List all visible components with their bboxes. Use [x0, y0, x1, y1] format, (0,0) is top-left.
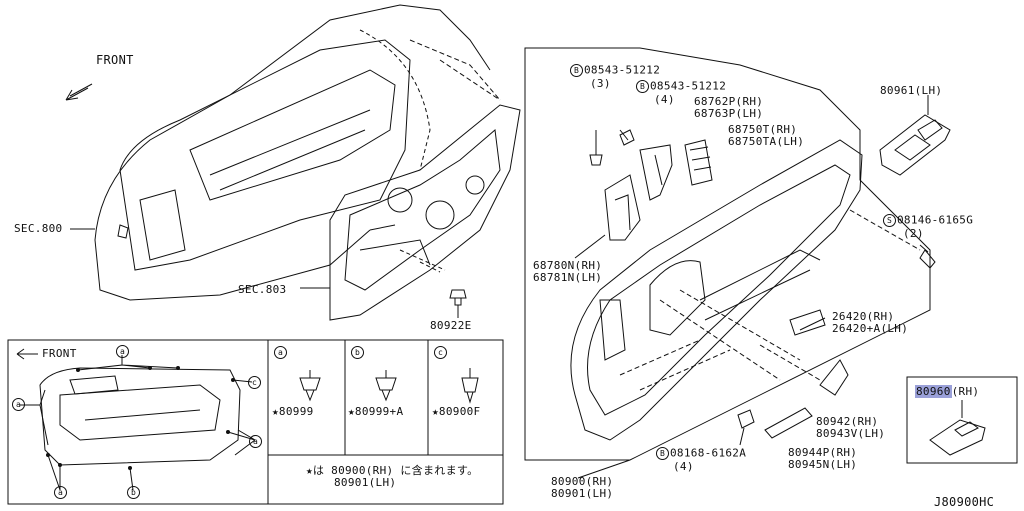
clip-b-label: ★80999+A [348, 405, 404, 418]
clip-a-header: a [274, 346, 288, 359]
finisher-80942 [759, 344, 849, 396]
sec803-label: SEC.803 [238, 283, 287, 296]
inset-symbol-b-bottom: b [127, 486, 141, 499]
inset-symbol-a-right: a [249, 435, 263, 448]
sec800-label: SEC.800 [14, 222, 63, 235]
callout-08146-qty: (2) [903, 227, 924, 240]
clip-a-label: ★80999 [272, 405, 314, 418]
callout-80944p: 80944P(RH) [788, 446, 858, 459]
callout-08168-qty: (4) [673, 460, 694, 473]
switch-80960-inset [906, 376, 1018, 464]
switch-80961 [879, 95, 951, 176]
note-line-2: 80901(LH) [334, 476, 397, 489]
circle-a-icon: a [274, 346, 287, 359]
callout-26420: 26420(RH) [832, 310, 895, 323]
callout-68762p: 68762P(RH) [694, 95, 764, 108]
strip-80944p [764, 407, 813, 439]
inset-symbol-a-top: a [116, 345, 130, 358]
circle-a-icon: a [116, 345, 129, 358]
callout-08543-a-qty: (3) [590, 77, 611, 90]
clip-c-label: ★80900F [432, 405, 481, 418]
circle-a-icon: a [54, 486, 67, 499]
inset-symbol-a-bottom: a [54, 486, 68, 499]
front-arrow-icon [65, 83, 93, 101]
screw-08146 [849, 209, 936, 269]
circle-b-icon: B [656, 447, 669, 460]
circle-a-icon: a [249, 435, 262, 448]
callout-80901: 80901(LH) [551, 487, 614, 500]
callout-80960: 80960(RH) [915, 385, 980, 398]
bracket-68780n [574, 174, 641, 259]
callout-68763p: 68763P(LH) [694, 107, 764, 120]
callout-80922e: 80922E [430, 319, 472, 332]
clip-legend-inset [7, 339, 504, 505]
circle-s-icon: S [883, 214, 896, 227]
door-inner-panel-sec803 [300, 59, 521, 321]
clip-80922e [449, 289, 467, 318]
clip-c-header: c [434, 346, 448, 359]
callout-68780n: 68780N(RH) [533, 259, 603, 272]
circle-b-icon: B [636, 80, 649, 93]
screw-08543-group [589, 129, 635, 166]
door-shell-sec800 [70, 4, 501, 301]
callout-26420a: 26420+A(LH) [832, 322, 909, 335]
callout-80945n: 80945N(LH) [788, 458, 858, 471]
front-label: FRONT [96, 53, 134, 67]
callout-80943v: 80943V(LH) [816, 427, 886, 440]
callout-68750ta: 68750TA(LH) [728, 135, 805, 148]
inset-symbol-a-left: a [12, 398, 26, 411]
note-line-1: ★は 80900(RH) に含まれます。 [306, 464, 479, 477]
diagram-code: J80900HC [934, 495, 995, 509]
circle-b-icon: b [351, 346, 364, 359]
bracket-68762p [639, 144, 673, 201]
inset-symbol-c: c [248, 376, 262, 389]
highlighted-part-number[interactable]: 80960 [915, 385, 952, 398]
circle-b-icon: B [570, 64, 583, 77]
inset-front-label: FRONT [42, 347, 77, 360]
circle-c-icon: c [434, 346, 447, 359]
door-trim-panel [570, 139, 863, 441]
clip-b-header: b [351, 346, 365, 359]
bezel-68750t [684, 139, 713, 186]
callout-80900: 80900(RH) [551, 475, 614, 488]
circle-a-icon: a [12, 398, 25, 411]
callout-08543-b-qty: (4) [654, 93, 675, 106]
callout-68781n: 68781N(LH) [533, 271, 603, 284]
callout-68750t: 68750T(RH) [728, 123, 798, 136]
callout-80961: 80961(LH) [880, 84, 943, 97]
circle-c-icon: c [248, 376, 261, 389]
screw-08168 [737, 409, 755, 446]
circle-b-icon: b [127, 486, 140, 499]
trim-group-boundary [524, 47, 931, 461]
callout-80942: 80942(RH) [816, 415, 879, 428]
